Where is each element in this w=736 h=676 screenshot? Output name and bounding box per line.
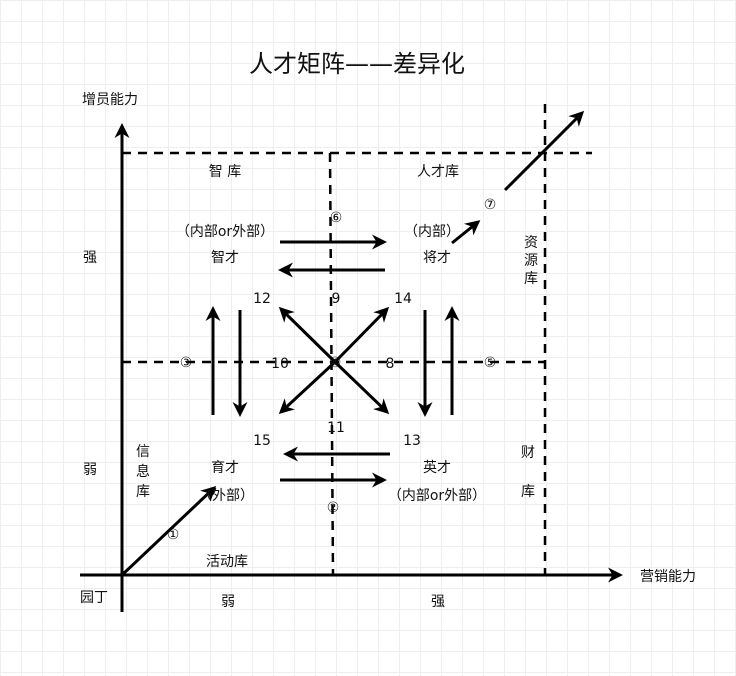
info-pool-char: 库 <box>136 484 150 500</box>
y-axis-label: 增员能力 <box>82 92 138 108</box>
marker-7: ⑦ <box>484 197 497 213</box>
number-11: 11 <box>327 420 345 436</box>
arrow-jiangcai-short <box>451 220 481 245</box>
number-13: 13 <box>403 433 421 449</box>
arrow-center-to-bottom-left <box>278 360 337 415</box>
zhicai-name: 智才 <box>211 250 239 266</box>
yucai-source: （外部） <box>198 488 254 504</box>
info-pool-char: 信 <box>136 444 150 460</box>
wealth-pool-char: 库 <box>521 484 535 500</box>
arrow-to-resource <box>503 110 585 192</box>
number-9: 9 <box>332 291 341 307</box>
yucai-name: 育才 <box>211 460 239 476</box>
marker-2: ② <box>327 500 340 516</box>
info-pool-char: 息 <box>136 463 150 480</box>
arrow-origin-to-yucai <box>120 485 217 577</box>
number-8: 8 <box>386 356 395 372</box>
x-axis-label: 营销能力 <box>640 569 696 585</box>
marker-1: ① <box>167 527 180 543</box>
talent-pool-label: 人才库 <box>417 164 459 180</box>
y-strong-label: 强 <box>83 250 97 266</box>
yingcai-source: （内部or外部） <box>388 488 486 504</box>
think-tank-label: 智 库 <box>209 164 241 180</box>
number-12: 12 <box>253 291 271 307</box>
yingcai-name: 英才 <box>423 459 451 476</box>
arrow-center-to-bottom-right <box>333 360 390 415</box>
y-weak-label: 弱 <box>83 462 97 478</box>
jiangcai-source: （内部） <box>404 224 460 240</box>
x-weak-label: 弱 <box>221 594 235 610</box>
x-strong-label: 强 <box>431 594 445 610</box>
arrow-center-to-top-right <box>333 306 390 364</box>
resource-pool-char: 库 <box>524 271 538 287</box>
jiangcai-name: 将才 <box>423 250 451 266</box>
marker-3: ③ <box>180 355 193 371</box>
activity-pool-label: 活动库 <box>206 554 248 570</box>
marker-4: ④ <box>329 355 342 371</box>
origin-label: 园丁 <box>80 590 108 606</box>
number-15: 15 <box>253 433 271 449</box>
resource-pool-char: 资 <box>524 235 538 251</box>
arrow-center-to-top-left <box>278 306 337 364</box>
marker-6: ⑥ <box>330 210 343 226</box>
resource-pool-char: 源 <box>524 253 538 269</box>
zhicai-source: （内部or外部） <box>176 224 274 240</box>
wealth-pool-char: 财 <box>521 445 535 461</box>
number-14: 14 <box>394 291 412 307</box>
number-10: 10 <box>271 356 289 372</box>
marker-5: ⑤ <box>484 355 497 371</box>
diagram-title: 人才矩阵——差异化 <box>249 50 465 78</box>
